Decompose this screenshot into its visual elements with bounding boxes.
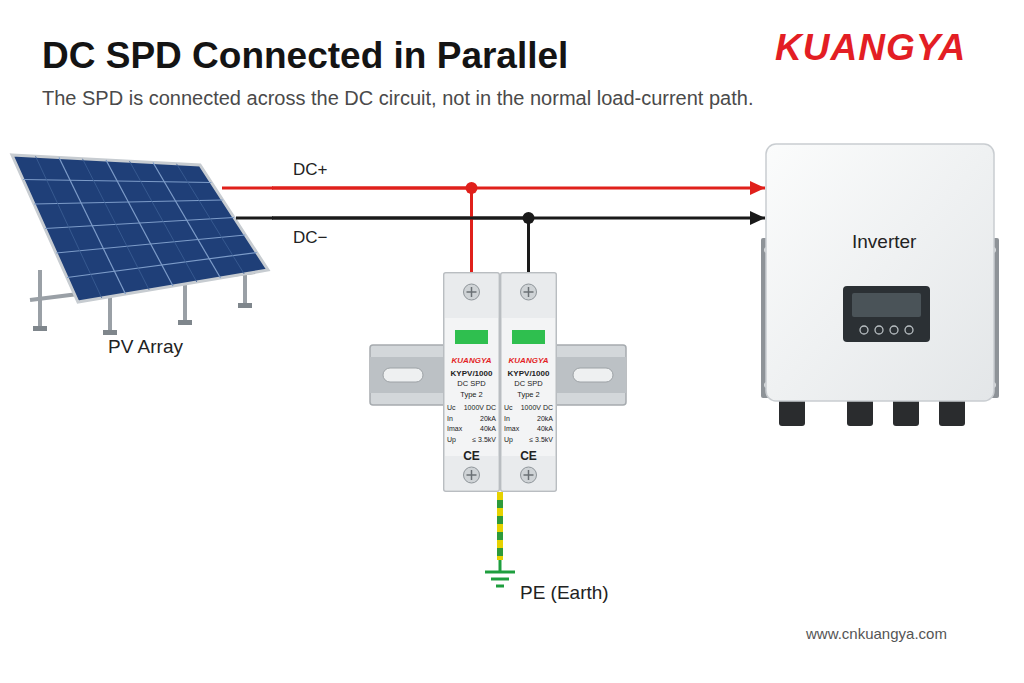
brand-mark: KUANGYA <box>500 356 557 367</box>
wire-line <box>272 188 472 272</box>
wire-line <box>272 218 529 272</box>
brand-mark: KUANGYA <box>443 356 500 367</box>
spec-row: Up ≤ 3.5kV <box>443 435 500 446</box>
spec-value: ≤ 3.5kV <box>529 435 553 446</box>
spd-module: KUANGYAKYPV/1000DC SPDType 2Uc1000V DCIn… <box>500 272 557 492</box>
spec-row: In 20kA <box>443 414 500 425</box>
spec-value: 1000V DC <box>464 403 496 414</box>
node-label: PE (Earth) <box>520 582 609 605</box>
arrow-head <box>750 211 765 225</box>
inverter-box: Inverter <box>765 143 995 428</box>
spec-name: Uc <box>447 403 456 414</box>
brand-logo: KUANGYA <box>775 26 966 70</box>
spec-row: Up ≤ 3.5kV <box>500 435 557 446</box>
wire-label: DC+ <box>290 160 330 180</box>
ground-symbol <box>482 560 518 590</box>
spd-text-column: KUANGYAKYPV/1000DC SPDType 2Uc1000V DCIn… <box>443 356 500 463</box>
ce-mark: CE <box>500 450 557 463</box>
wire-line <box>497 492 503 560</box>
spec-row: Uc 1000V DC <box>443 403 500 414</box>
diagram-caption: The SPD is connected across the DC circu… <box>42 86 753 110</box>
model-number: KYPV/1000 <box>500 369 557 380</box>
spec-name: Imax <box>447 424 462 435</box>
spec-value: 20kA <box>480 414 496 425</box>
spec-value: 1000V DC <box>521 403 553 414</box>
earth-wire <box>500 492 501 560</box>
spec-name: Up <box>447 435 456 446</box>
spec-name: Uc <box>504 403 513 414</box>
spec-row: Imax 40kA <box>443 424 500 435</box>
spec-value: 20kA <box>537 414 553 425</box>
inverter-body <box>765 143 995 428</box>
spec-row: Imax 40kA <box>500 424 557 435</box>
spec-row: In 20kA <box>500 414 557 425</box>
wire-stripe <box>497 492 503 560</box>
pv-array: PV Array <box>10 150 272 365</box>
spec-value: ≤ 3.5kV <box>472 435 496 446</box>
dc-wire <box>272 218 529 272</box>
spd-text-column: KUANGYAKYPV/1000DC SPDType 2Uc1000V DCIn… <box>500 356 557 463</box>
node-label: Inverter <box>852 231 916 254</box>
wire-stripe <box>497 492 503 560</box>
model-number: KYPV/1000 <box>443 369 500 380</box>
device-type: DC SPD <box>443 379 500 390</box>
spec-value: 40kA <box>537 424 553 435</box>
node-label: PV Array <box>108 336 183 359</box>
arrow-head <box>750 181 765 195</box>
wire-label: DC− <box>290 228 330 248</box>
spec-name: In <box>447 414 453 425</box>
spd-module: KUANGYAKYPV/1000DC SPDType 2Uc1000V DCIn… <box>443 272 500 492</box>
diagram-title: DC SPD Connected in Parallel <box>42 34 568 78</box>
earth-wire <box>500 492 501 560</box>
spd-class: Type 2 <box>443 390 500 401</box>
spec-row: Uc 1000V DC <box>500 403 557 414</box>
spec-name: In <box>504 414 510 425</box>
spec-value: 40kA <box>480 424 496 435</box>
dc-wire <box>272 188 472 272</box>
ce-mark: CE <box>443 450 500 463</box>
spd-class: Type 2 <box>500 390 557 401</box>
spec-name: Up <box>504 435 513 446</box>
device-type: DC SPD <box>500 379 557 390</box>
wire-line <box>497 492 503 560</box>
spec-name: Imax <box>504 424 519 435</box>
earth-terminal: PE (Earth) <box>482 560 632 608</box>
website-url: www.cnkuangya.com <box>806 625 947 643</box>
